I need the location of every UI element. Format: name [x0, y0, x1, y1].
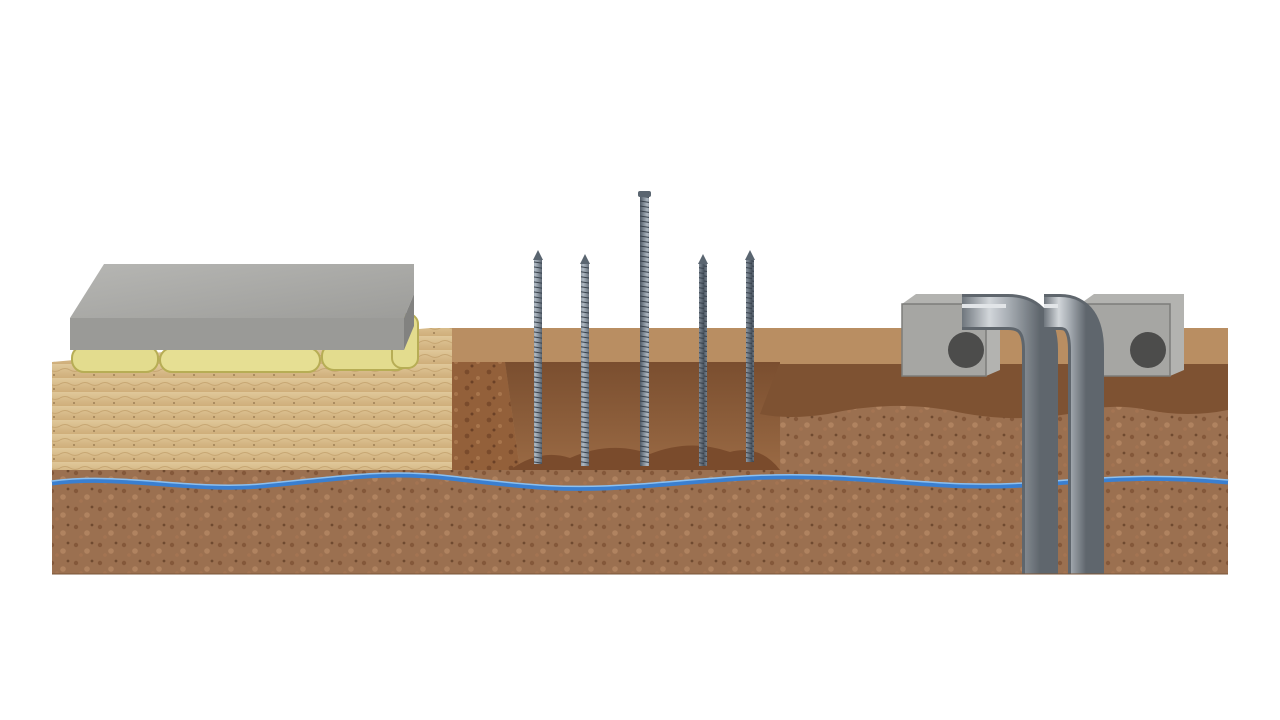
concrete-slab-side [404, 294, 414, 350]
excavation-pit [452, 362, 520, 470]
threaded-rods [533, 191, 755, 466]
concrete-slab-front [70, 318, 404, 350]
topsoil-lip-middle [452, 328, 792, 362]
steel-pipes [962, 294, 1104, 574]
concrete-slab-top [70, 264, 414, 318]
